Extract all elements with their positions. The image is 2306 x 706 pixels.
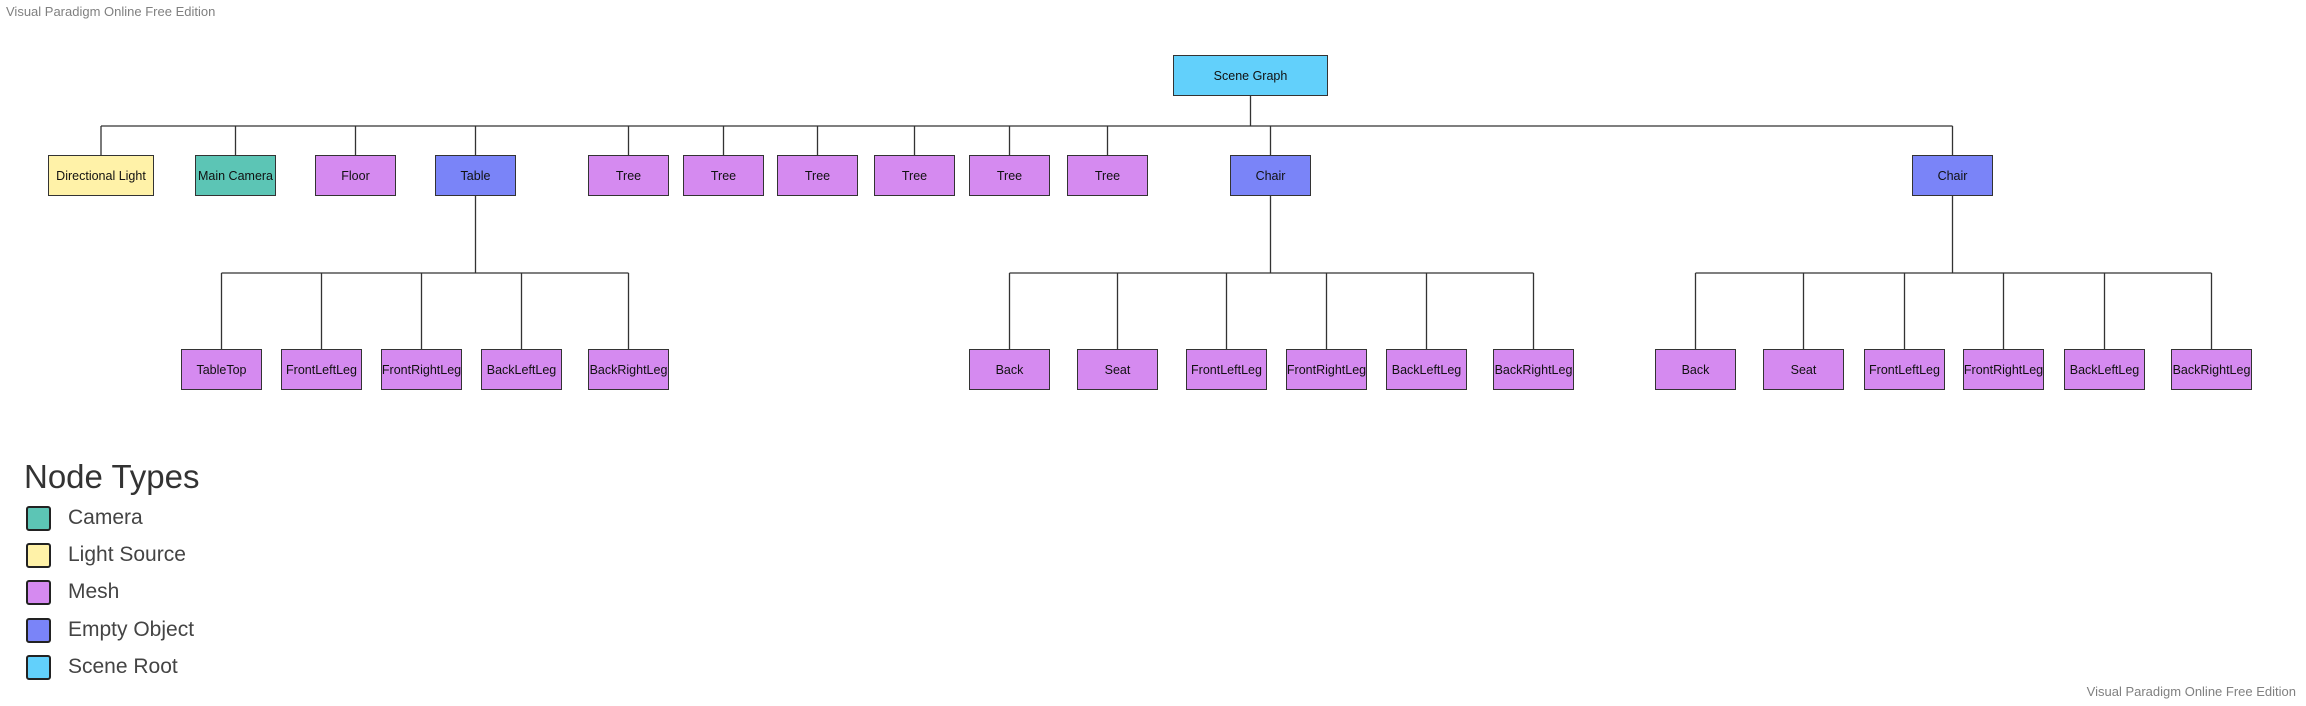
node-tree1[interactable]: Tree: [588, 155, 669, 196]
node-tree5[interactable]: Tree: [969, 155, 1050, 196]
legend-label-light-source: Light Source: [68, 543, 186, 566]
node-t-bl[interactable]: BackLeftLeg: [481, 349, 562, 390]
watermark-top: Visual Paradigm Online Free Edition: [6, 4, 216, 19]
legend-label-empty-object: Empty Object: [68, 618, 195, 641]
legend-title: Node Types: [24, 458, 200, 495]
node-t-fr[interactable]: FrontRightLeg: [381, 349, 462, 390]
legend-item-camera: Camera: [26, 503, 143, 533]
node-c1-back[interactable]: Back: [969, 349, 1050, 390]
node-tree6[interactable]: Tree: [1067, 155, 1148, 196]
node-root[interactable]: Scene Graph: [1173, 55, 1328, 96]
legend-label-camera: Camera: [68, 506, 143, 529]
node-c2-back[interactable]: Back: [1655, 349, 1736, 390]
node-tree3[interactable]: Tree: [777, 155, 858, 196]
legend-swatch-scene-root: [26, 654, 51, 680]
node-t-top[interactable]: TableTop: [181, 349, 262, 390]
legend-swatch-light-source: [26, 542, 51, 568]
legend-swatch-mesh: [26, 579, 51, 605]
node-camera[interactable]: Main Camera: [195, 155, 276, 196]
node-c1-br[interactable]: BackRightLeg: [1493, 349, 1574, 390]
legend-item-light-source: Light Source: [26, 540, 186, 570]
node-c1-fl[interactable]: FrontLeftLeg: [1186, 349, 1267, 390]
node-t-fl[interactable]: FrontLeftLeg: [281, 349, 362, 390]
legend-swatch-camera: [26, 505, 51, 531]
node-c1-fr[interactable]: FrontRightLeg: [1286, 349, 1367, 390]
legend-item-empty-object: Empty Object: [26, 615, 194, 645]
node-c2-fl[interactable]: FrontLeftLeg: [1864, 349, 1945, 390]
legend-label-scene-root: Scene Root: [68, 655, 178, 678]
node-t-br[interactable]: BackRightLeg: [588, 349, 669, 390]
node-c2-br[interactable]: BackRightLeg: [2171, 349, 2252, 390]
node-floor[interactable]: Floor: [315, 155, 396, 196]
node-chair2[interactable]: Chair: [1912, 155, 1993, 196]
node-dlight[interactable]: Directional Light: [48, 155, 154, 196]
node-c1-seat[interactable]: Seat: [1077, 349, 1158, 390]
node-c1-bl[interactable]: BackLeftLeg: [1386, 349, 1467, 390]
legend-item-mesh: Mesh: [26, 577, 119, 607]
node-tree4[interactable]: Tree: [874, 155, 955, 196]
legend-label-mesh: Mesh: [68, 580, 120, 603]
node-tree2[interactable]: Tree: [683, 155, 764, 196]
watermark-bottom: Visual Paradigm Online Free Edition: [2086, 684, 2296, 699]
legend-item-scene-root: Scene Root: [26, 652, 178, 682]
node-table[interactable]: Table: [435, 155, 516, 196]
legend-swatch-empty-object: [26, 617, 51, 643]
node-c2-fr[interactable]: FrontRightLeg: [1963, 349, 2044, 390]
node-c2-bl[interactable]: BackLeftLeg: [2064, 349, 2145, 390]
node-c2-seat[interactable]: Seat: [1763, 349, 1844, 390]
node-chair1[interactable]: Chair: [1230, 155, 1311, 196]
